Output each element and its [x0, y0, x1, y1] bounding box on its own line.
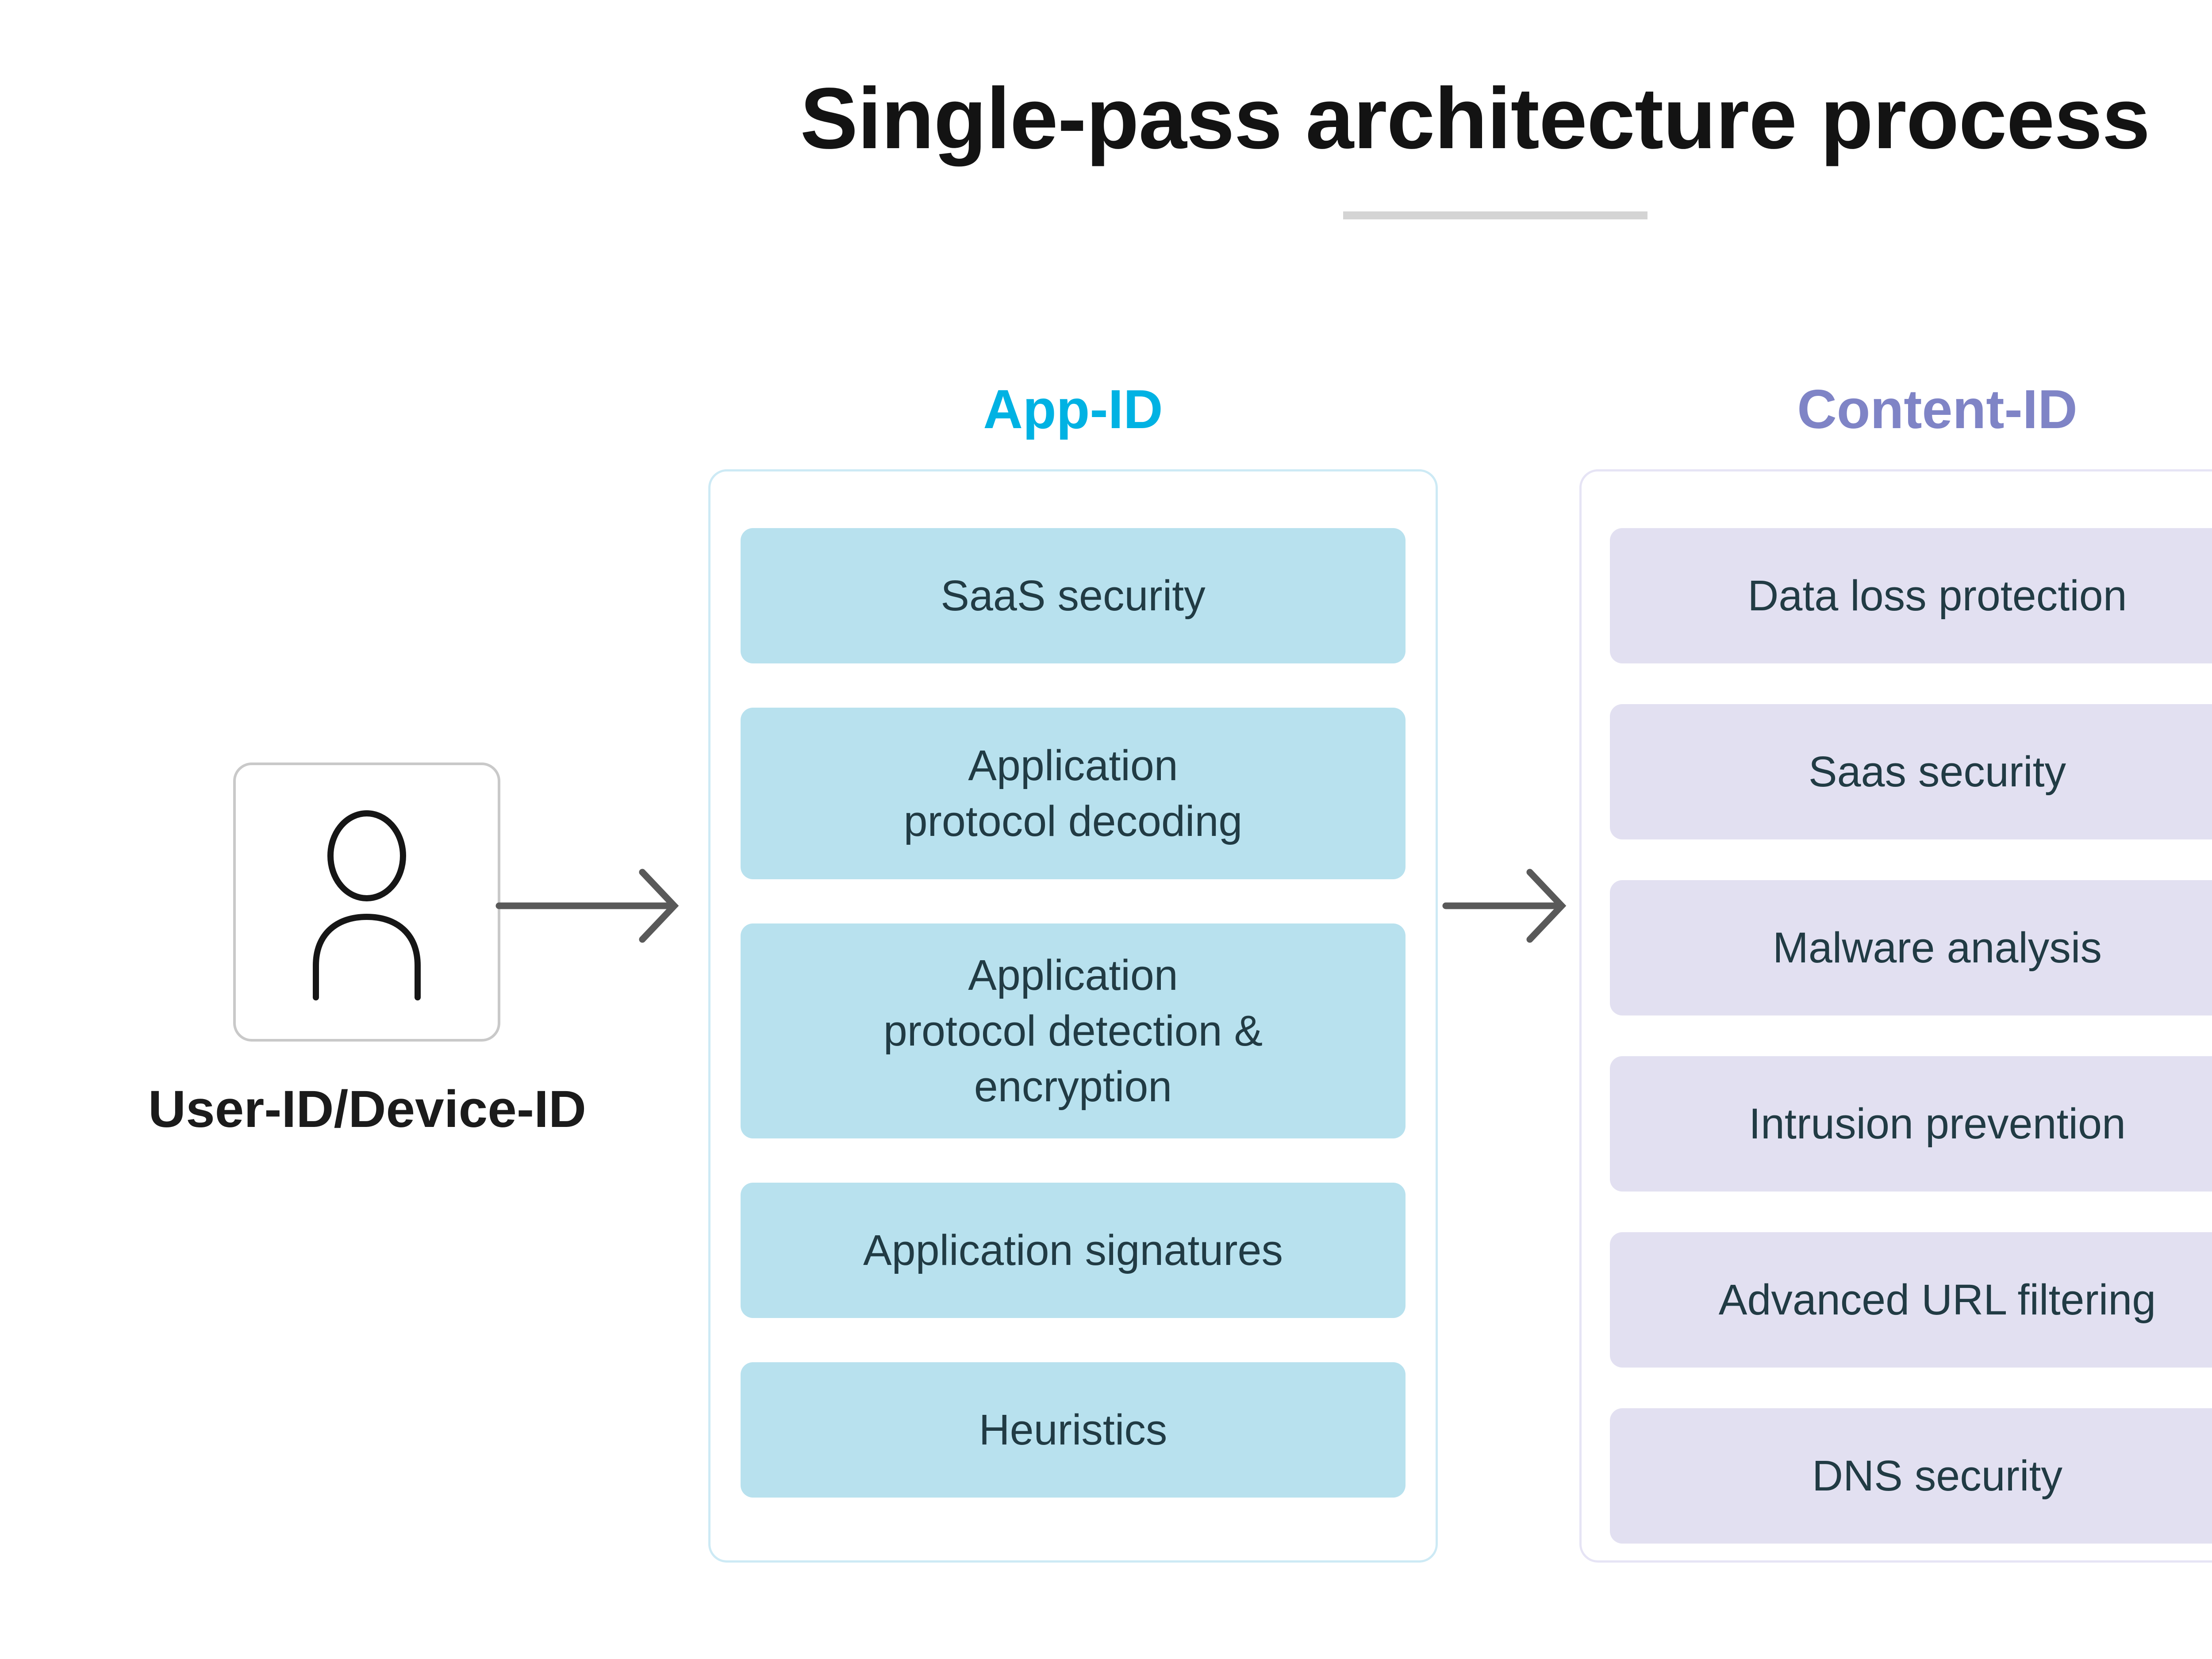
app-id-item: SaaS security — [741, 528, 1406, 663]
user-id-label: User-ID/Device-ID — [148, 1080, 587, 1138]
app-id-panel: SaaS security Application protocol decod… — [708, 469, 1438, 1563]
content-id-panel: Data loss protection Saas security Malwa… — [1579, 469, 2212, 1563]
app-id-item: Application signatures — [741, 1183, 1406, 1318]
content-id-item: Malware analysis — [1610, 880, 2212, 1015]
user-id-box — [233, 762, 500, 1042]
arrow-right-icon — [1442, 869, 1567, 943]
content-id-item: Intrusion prevention — [1610, 1056, 2212, 1192]
app-id-item: Application protocol detection & encrypt… — [741, 923, 1406, 1138]
arrow-right-icon — [495, 869, 679, 943]
page-title: Single-pass architecture process — [800, 70, 2151, 167]
person-icon — [313, 810, 421, 1000]
title-divider — [1343, 211, 1647, 219]
content-id-item: Data loss protection — [1610, 528, 2212, 663]
content-id-item: DNS security — [1610, 1408, 2212, 1544]
content-id-item: Advanced URL filtering — [1610, 1232, 2212, 1368]
app-id-item: Application protocol decoding — [741, 708, 1406, 879]
content-id-item: Saas security — [1610, 704, 2212, 839]
content-id-header: Content-ID — [1797, 379, 2078, 440]
app-id-item: Heuristics — [741, 1362, 1406, 1498]
app-id-header: App-ID — [983, 379, 1163, 440]
